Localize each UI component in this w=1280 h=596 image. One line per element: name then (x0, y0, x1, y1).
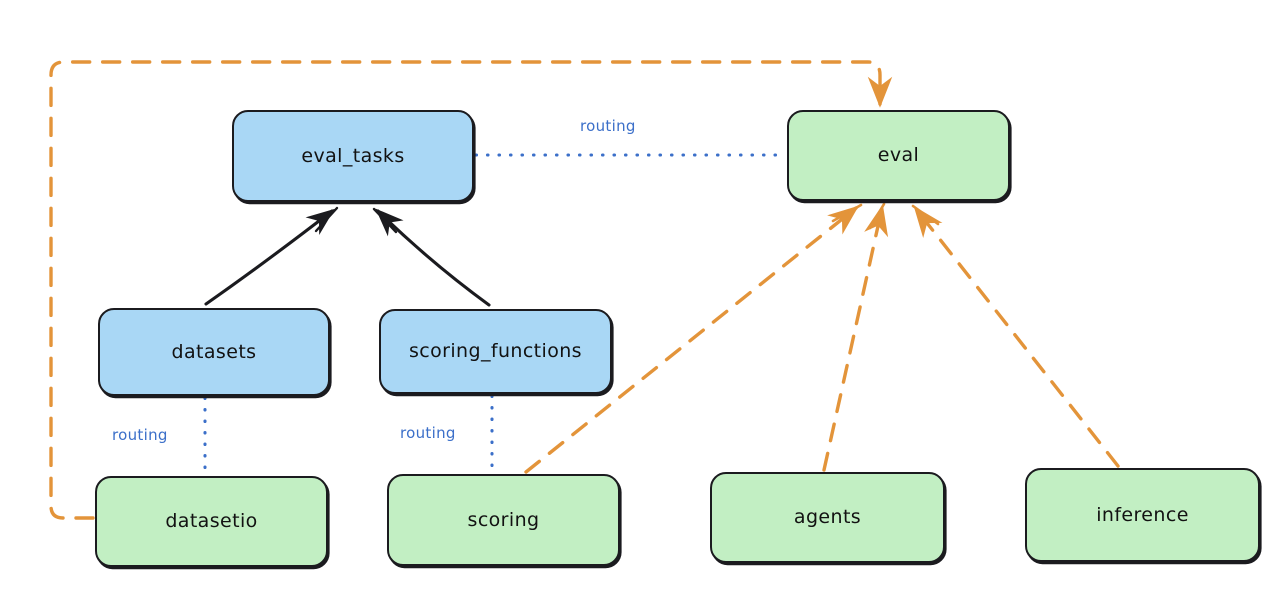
node-label: agents (793, 506, 862, 528)
node-inference[interactable]: inference (1025, 468, 1260, 562)
edge-scoring-functions-to-eval-tasks (375, 208, 491, 307)
node-label: eval_tasks (301, 144, 405, 167)
edge-label-routing-datasets-datasetio: routing (112, 426, 168, 444)
edge-inference-to-eval (913, 206, 1120, 468)
node-eval[interactable]: eval (787, 110, 1010, 201)
node-datasetio[interactable]: datasetio (95, 476, 328, 567)
node-label: inference (1096, 503, 1189, 526)
edge-label-routing-eval-tasks-eval: routing (580, 117, 636, 135)
node-eval-tasks[interactable]: eval_tasks (232, 110, 474, 202)
node-datasets[interactable]: datasets (98, 308, 330, 396)
node-scoring[interactable]: scoring (387, 474, 620, 566)
node-label: eval (877, 144, 920, 166)
node-label: datasetio (165, 510, 258, 532)
edge-agents-to-eval (822, 204, 889, 472)
node-label: datasets (171, 340, 257, 363)
node-label: scoring_functions (409, 340, 582, 362)
edge-datasets-to-eval-tasks (204, 208, 335, 306)
node-scoring-functions[interactable]: scoring_functions (379, 309, 612, 394)
node-agents[interactable]: agents (710, 472, 945, 563)
node-label: scoring (467, 508, 540, 531)
edge-label-routing-scoring-functions-scoring: routing (400, 424, 456, 442)
